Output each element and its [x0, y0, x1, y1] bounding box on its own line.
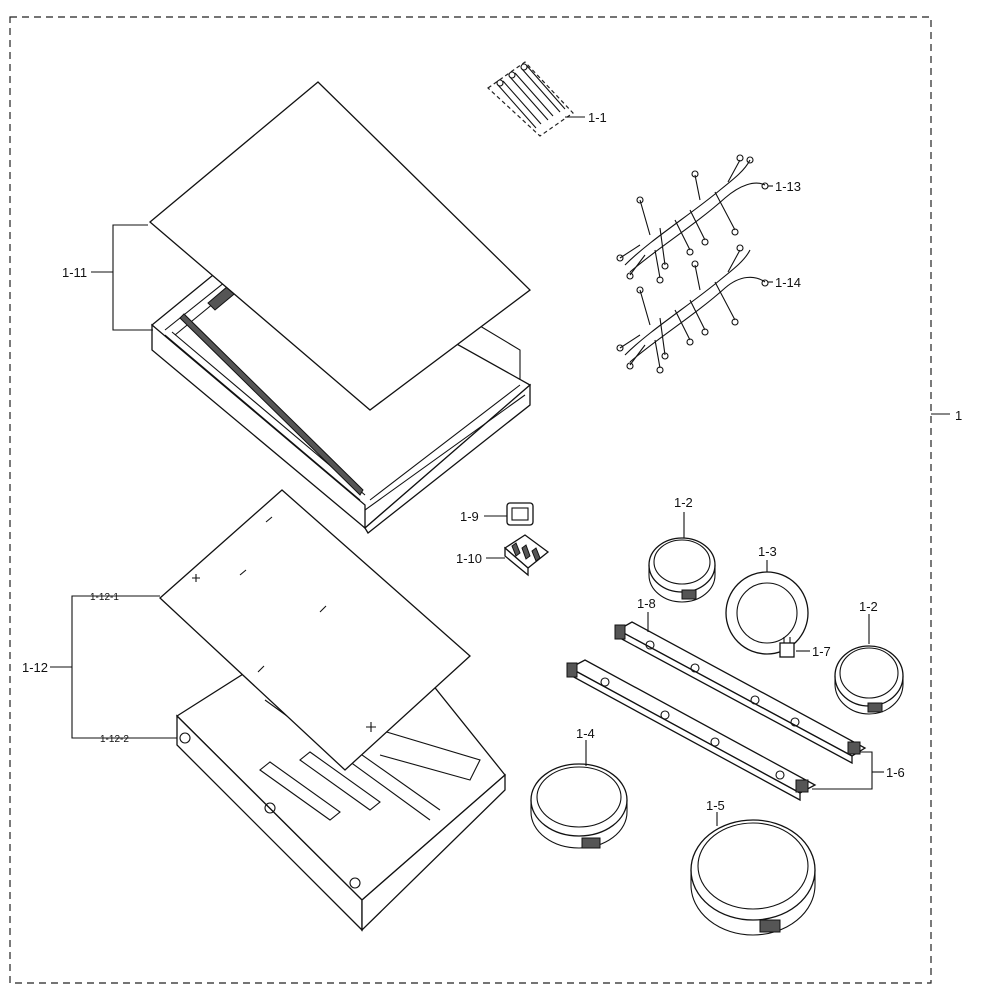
label-1: 1 [955, 408, 962, 423]
part-1-12-1-lower-plate [159, 489, 471, 771]
label-1-8: 1-8 [637, 596, 656, 611]
part-1-11-top-frame [148, 81, 532, 534]
label-1-10: 1-10 [456, 551, 482, 566]
part-1-2-coil-upper [648, 537, 716, 603]
label-1-11: 1-11 [62, 265, 87, 280]
label-1-4: 1-4 [576, 726, 595, 741]
assembly-boundary [9, 16, 932, 984]
part-1-13-wire-harness [616, 154, 769, 284]
label-1-3: 1-3 [758, 544, 777, 559]
label-1-5: 1-5 [706, 798, 725, 813]
label-1-6: 1-6 [886, 765, 905, 780]
part-1-4-coil [530, 763, 628, 849]
label-1-2-upper: 1-2 [674, 495, 693, 510]
part-1-5-coil-large [690, 819, 816, 936]
part-1-9-component [506, 502, 534, 526]
label-1-7: 1-7 [812, 644, 831, 659]
part-1-14-wire-harness [616, 244, 769, 374]
part-1-8-rail [614, 621, 867, 765]
label-1-12-2: 1-12-2 [100, 734, 129, 745]
label-1-1: 1-1 [588, 110, 607, 125]
label-1-14: 1-14 [775, 275, 801, 290]
label-1-12-1: 1-12-1 [90, 592, 119, 603]
label-1-13: 1-13 [775, 179, 801, 194]
part-1-1-springs [487, 61, 574, 137]
label-1-2-right: 1-2 [859, 599, 878, 614]
label-1-12: 1-12 [22, 660, 48, 675]
part-1-6-rail [566, 659, 817, 802]
part-1-7-sensor [779, 637, 795, 658]
part-1-10-terminal-block [503, 534, 550, 577]
part-1-2-coil-right [834, 645, 904, 715]
part-1-3-ring [725, 571, 809, 655]
label-1-9: 1-9 [460, 509, 479, 524]
